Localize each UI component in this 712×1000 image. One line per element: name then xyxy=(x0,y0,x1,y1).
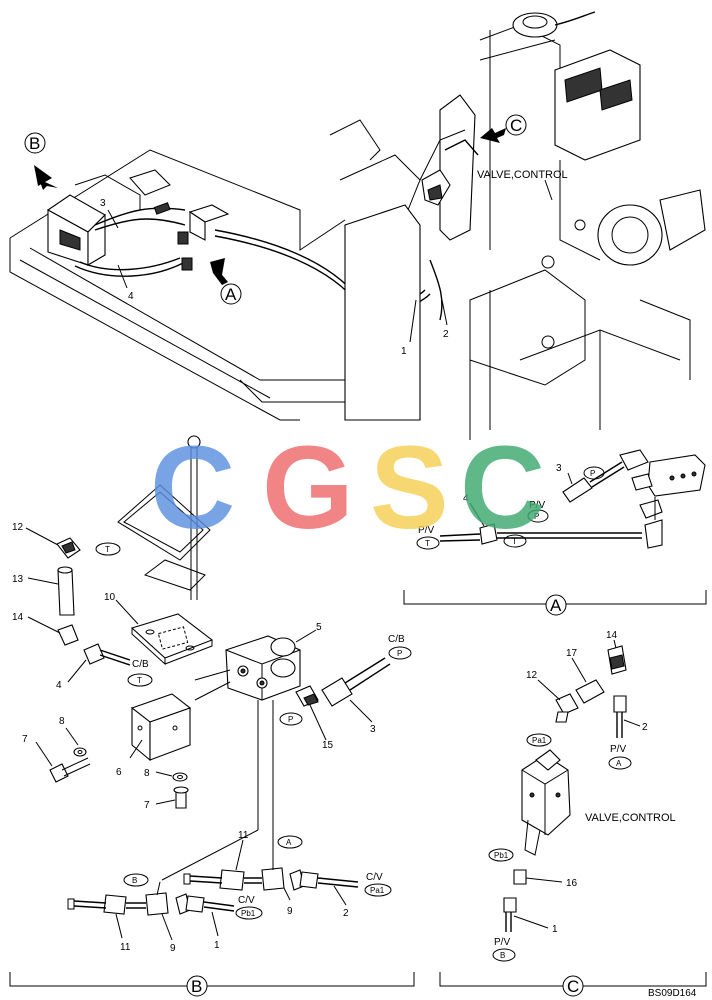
port-bubble-t-a1: T xyxy=(416,536,440,550)
svg-text:Pb1: Pb1 xyxy=(494,851,509,860)
part-number-5: 5 xyxy=(316,622,322,633)
detail-title-c: C xyxy=(562,975,584,997)
watermark-letter-4: C xyxy=(460,422,545,554)
port-label-cb-b2: C/B xyxy=(388,634,405,645)
view-marker-a[interactable]: A xyxy=(210,258,242,305)
part-number-9-b: 9 xyxy=(170,943,176,954)
part-number-2-c: 2 xyxy=(642,722,648,733)
port-label-cv-b1: C/V xyxy=(366,872,383,883)
port-bubble-p-b1: P xyxy=(279,712,303,726)
detail-view-a: 3 P P/V P 4 P/V T T A xyxy=(403,449,707,616)
detail-title-a: A xyxy=(545,594,567,616)
svg-text:A: A xyxy=(225,285,237,304)
part-number-10: 10 xyxy=(104,592,116,603)
part-number-12-c: 12 xyxy=(526,670,538,681)
part-number-1-c: 1 xyxy=(552,924,558,935)
svg-text:T: T xyxy=(425,539,430,548)
watermark-letter-2: G xyxy=(262,422,354,554)
svg-text:B: B xyxy=(29,134,40,153)
part-number-13: 13 xyxy=(12,574,24,585)
part-number-11-b: 11 xyxy=(120,942,131,953)
port-bubble-p-a1: P xyxy=(583,466,605,480)
view-marker-b[interactable]: B xyxy=(24,132,58,190)
port-bubble-t-b1: T xyxy=(95,542,121,556)
part-number-8-b: 8 xyxy=(144,768,150,779)
part-number-11-a: 11 xyxy=(238,830,249,841)
port-bubble-p-b2: P xyxy=(388,646,412,660)
svg-text:Pa1: Pa1 xyxy=(370,886,385,895)
part-number-12-b: 12 xyxy=(12,522,24,533)
port-bubble-p-a2: P xyxy=(527,509,549,523)
port-bubble-pa1-c: Pa1 xyxy=(526,733,552,747)
detail-view-b: 10 6 7 8 8 7 12 T xyxy=(9,435,415,997)
part-number-2-b: 2 xyxy=(343,908,349,919)
port-bubble-pb1-b: Pb1 xyxy=(235,906,263,920)
svg-text:T: T xyxy=(105,545,110,554)
machine-overview-drawing: 3 4 1 2 B A C VALVE,CONTROL xyxy=(9,11,706,440)
svg-text:T: T xyxy=(137,676,142,685)
part-number-7-a: 7 xyxy=(22,734,28,745)
watermark-letter-1: C xyxy=(150,422,235,554)
part-number-3-b: 3 xyxy=(370,724,376,735)
svg-text:B: B xyxy=(132,876,137,885)
port-label-cv-b2: C/V xyxy=(238,895,255,906)
part-number-15: 15 xyxy=(322,740,334,751)
svg-text:Pb1: Pb1 xyxy=(241,909,256,918)
valve-control-label-top: VALVE,CONTROL xyxy=(477,169,568,181)
part-number-14-b: 14 xyxy=(12,612,24,623)
part-number-4: 4 xyxy=(128,291,134,302)
detail-view-c: 14 17 12 Pa1 2 P/V A VALVE,CONTROL xyxy=(439,630,707,997)
svg-text:P: P xyxy=(534,512,539,521)
part-number-9-a: 9 xyxy=(287,906,293,917)
port-label-pv-a2: P/V xyxy=(418,525,434,536)
svg-text:T: T xyxy=(512,537,517,546)
part-number-17: 17 xyxy=(566,648,578,659)
port-bubble-pa1-b: Pa1 xyxy=(364,883,392,897)
port-bubble-pb1-c: Pb1 xyxy=(488,848,514,862)
watermark-logo: C G S C xyxy=(150,422,545,554)
port-label-pv-c1: P/V xyxy=(610,744,626,755)
svg-text:P: P xyxy=(397,649,402,658)
drawing-code: BS09D164 xyxy=(648,988,697,999)
port-bubble-a-c: A xyxy=(608,756,632,770)
watermark-letter-3: S xyxy=(370,422,449,554)
svg-text:C: C xyxy=(567,977,579,996)
svg-text:B: B xyxy=(500,951,505,960)
port-bubble-t-a2: T xyxy=(503,534,527,548)
svg-text:Pa1: Pa1 xyxy=(532,736,547,745)
detail-title-b: B xyxy=(186,975,208,997)
part-number-7-b: 7 xyxy=(144,800,150,811)
part-number-1: 1 xyxy=(401,346,407,357)
svg-text:P: P xyxy=(590,469,595,478)
part-number-2: 2 xyxy=(443,329,449,340)
part-number-6: 6 xyxy=(116,767,122,778)
svg-text:P: P xyxy=(288,715,293,724)
part-number-4-b: 4 xyxy=(56,680,62,691)
valve-control-label-detail: VALVE,CONTROL xyxy=(585,812,676,824)
part-number-1-b: 1 xyxy=(214,940,220,951)
port-bubble-t-b2: T xyxy=(127,673,153,687)
part-number-3-detail-a: 3 xyxy=(556,463,562,474)
port-label-pv-c2: P/V xyxy=(494,937,510,948)
port-label-pv-a1: P/V xyxy=(529,500,545,511)
part-number-14-c: 14 xyxy=(606,630,618,641)
port-bubble-b-c: B xyxy=(492,948,516,962)
part-number-8-a: 8 xyxy=(59,716,65,727)
part-number-4-detail-a: 4 xyxy=(463,493,469,504)
svg-text:A: A xyxy=(616,759,622,768)
port-label-cb-b1: C/B xyxy=(132,659,149,670)
svg-text:A: A xyxy=(550,596,562,615)
part-number-16: 16 xyxy=(566,878,578,889)
svg-text:B: B xyxy=(191,977,202,996)
svg-text:A: A xyxy=(286,838,292,847)
svg-text:C: C xyxy=(510,116,522,135)
port-bubble-b-b: B xyxy=(123,873,149,887)
view-marker-c[interactable]: C xyxy=(480,114,527,143)
part-number-3: 3 xyxy=(100,198,106,209)
port-bubble-a-b: A xyxy=(277,835,303,849)
